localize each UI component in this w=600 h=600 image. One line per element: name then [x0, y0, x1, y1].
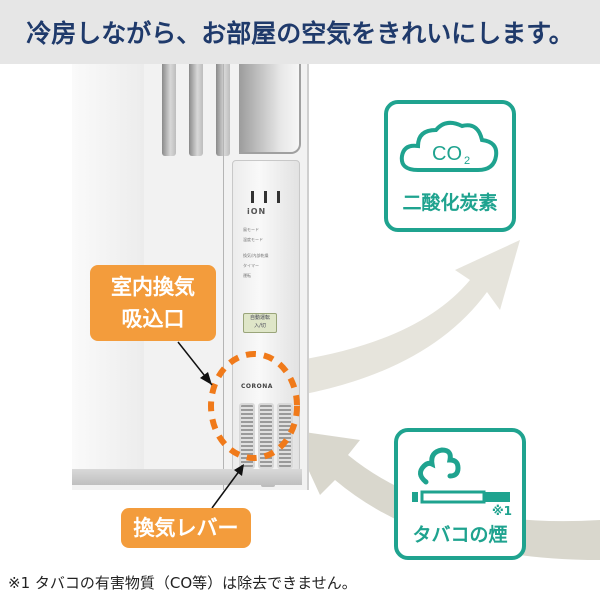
lever-callout-label: 換気レバー	[133, 516, 239, 540]
footnote: ※1 タバコの有害物質（CO等）は除去できません。	[8, 574, 357, 592]
air-outlet-door	[239, 64, 301, 154]
indicator-label: タイマー	[243, 263, 259, 268]
smoke-curl	[418, 447, 461, 485]
co2-symbol: CO	[432, 143, 462, 165]
auto-button-line1: 自動運転	[249, 315, 270, 321]
intake-highlight-circle	[208, 351, 300, 461]
indicator-label: 運転	[243, 273, 251, 278]
intake-callout: 室内換気 吸込口	[90, 265, 216, 341]
vent-slot	[189, 64, 203, 156]
ion-indicator-bars	[251, 191, 280, 203]
lever-callout: 換気レバー	[121, 508, 251, 548]
cigarette-tip	[412, 492, 418, 502]
header-banner: 冷房しながら、お部屋の空気をきれいにします。	[0, 0, 600, 64]
lever-pointer-arrowhead	[234, 464, 244, 476]
tobacco-smoke-icon-box: ※1 タバコの煙	[394, 428, 526, 560]
intake-pointer-arrowhead	[200, 372, 212, 385]
brand-logo: CORONA	[241, 383, 273, 390]
intake-callout-line2: 吸込口	[121, 307, 185, 331]
cloud-icon: CO 2	[399, 120, 499, 172]
indicator-label: 換気/内部乾燥	[243, 253, 269, 258]
ion-label: iON	[247, 207, 267, 216]
cigarette-filter	[484, 492, 510, 502]
auto-button-line2: 入/切	[254, 323, 266, 329]
intake-grille	[239, 403, 255, 469]
cigarette-body	[420, 490, 486, 504]
co2-subscript: 2	[464, 155, 470, 167]
lever-pointer-line	[211, 469, 241, 509]
footnote-reference: ※1	[491, 504, 512, 518]
unit-base	[72, 469, 302, 485]
cigarette-smoke-icon	[412, 447, 510, 504]
co2-icon-box: CO 2 二酸化炭素	[384, 100, 516, 232]
unit-seam	[223, 64, 224, 490]
vent-slot	[162, 64, 176, 156]
header-title: 冷房しながら、お部屋の空気をきれいにします。	[26, 19, 574, 48]
indicator-label: 温度モード	[243, 237, 263, 242]
upper-airflow-arrow	[300, 240, 520, 395]
indicator-label: 風モード	[243, 227, 259, 232]
intake-grille	[277, 403, 293, 469]
intake-callout-line1: 室内換気	[111, 275, 195, 299]
smoke-label: タバコの煙	[412, 524, 508, 546]
auto-operation-button[interactable]: 自動運転 入/切	[243, 313, 277, 333]
co2-label: 二酸化炭素	[402, 192, 498, 214]
